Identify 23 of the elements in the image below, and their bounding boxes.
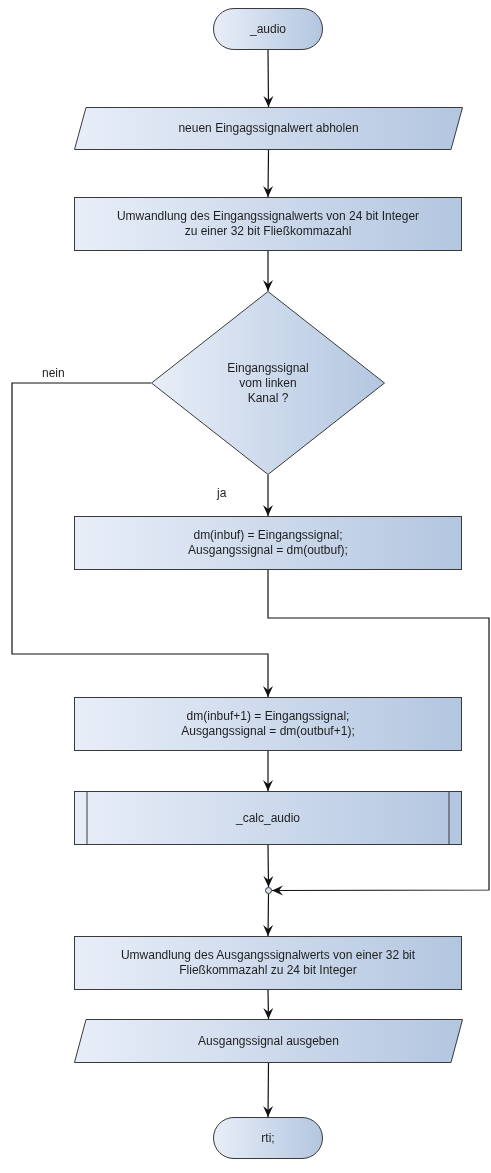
- node-text: _calc_audio: [235, 810, 301, 826]
- arrow: [263, 893, 274, 937]
- node-text: neuen Eingagssignalwert abholen: [178, 121, 359, 136]
- node-text: Ausgangssignal ausgeben: [198, 1033, 339, 1049]
- node-text: Umwandlung des Eingangssignalwerts von 24 bit Integer zu einer 32 bit Fließkommazahl: [115, 209, 421, 239]
- edge-label: ja: [215, 486, 229, 501]
- arrow: [267, 569, 490, 896]
- arrow: [263, 474, 273, 517]
- arrow: [263, 750, 273, 792]
- arrow: [263, 250, 273, 292]
- arrow: [263, 989, 274, 1020]
- node-text: Umwandlung des Ausgangssignalwerts von einer 32 bit Fließkommazahl zu 24 bit Integer: [119, 948, 417, 978]
- node-text: dm(inbuf+1) = Eingangssignal; Ausgangssignal = dm(outbuf+1);: [180, 709, 356, 739]
- arrow: [11, 382, 273, 698]
- arrow: [263, 844, 274, 888]
- node-text: _audio: [249, 21, 286, 37]
- arrow: [263, 49, 274, 108]
- junction-circle: [265, 887, 272, 894]
- node-text: Eingangssignal vom linken Kanal ?: [226, 360, 310, 406]
- arrow: [263, 1062, 274, 1118]
- arrow: [263, 149, 274, 198]
- node-text: rti;: [261, 1130, 275, 1146]
- node-text: dm(inbuf) = Eingangssignal; Ausgangssignal = dm(outbuf);: [187, 528, 349, 558]
